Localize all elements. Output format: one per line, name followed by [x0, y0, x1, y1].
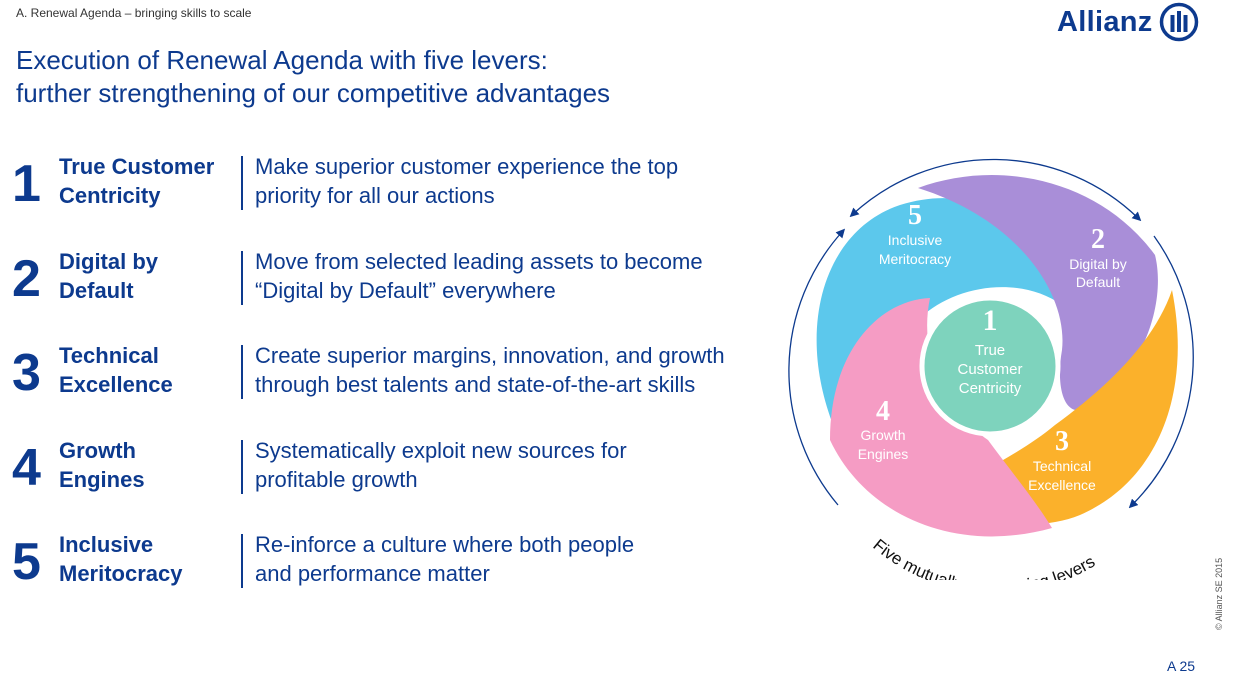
lever-desc-line: Re-inforce a culture where both people: [255, 532, 635, 557]
lever-name-line: Engines: [59, 466, 145, 492]
lever-desc-line: and performance matter: [255, 561, 490, 586]
segment-growth-engines: [830, 298, 1052, 537]
segment-2-label-line: Default: [1076, 274, 1120, 290]
lever-desc-line: priority for all our actions: [255, 183, 495, 208]
title-line-1: Execution of Renewal Agenda with five le…: [16, 45, 548, 75]
allianz-logo: Allianz: [1057, 2, 1199, 42]
segment-5-label-line: Meritocracy: [879, 251, 951, 267]
lever-description: Move from selected leading assets to bec…: [255, 247, 795, 305]
levers-cycle-graphic: 1 True Customer Centricity 5 Inclusive M…: [788, 158, 1194, 580]
center-label-line: True: [975, 342, 1005, 359]
center-label-line: Customer: [957, 361, 1022, 378]
segment-2-label-line: Digital by: [1069, 256, 1127, 272]
lever-desc-line: Make superior customer experience the to…: [255, 154, 679, 179]
lever-divider: [241, 534, 243, 588]
segment-2-number: 2: [1091, 224, 1105, 255]
lever-desc-line: “Digital by Default” everywhere: [255, 277, 556, 303]
lever-desc-line: Move from selected leading assets to bec…: [255, 248, 703, 274]
lever-divider: [241, 250, 243, 305]
cycle-arrow-right: [1128, 235, 1194, 509]
logo-wordmark: Allianz: [1057, 5, 1153, 38]
lever-item: 5 Inclusive Meritocracy Re-inforce a cul…: [12, 530, 792, 625]
lever-number: 5: [12, 533, 41, 591]
lever-name: Inclusive Meritocracy: [59, 530, 239, 588]
lever-divider: [241, 439, 243, 494]
copyright-notice: © Allianz SE 2015: [1214, 557, 1224, 630]
lever-name-line: Default: [59, 277, 134, 303]
segment-4-label-line: Engines: [858, 446, 909, 462]
lever-description: Make superior customer experience the to…: [255, 152, 795, 210]
lever-item: 2 Digital by Default Move from selected …: [12, 247, 792, 342]
diagram-caption: Five mutually re-inforcing levers: [870, 535, 1099, 580]
page-title: Execution of Renewal Agenda with five le…: [16, 44, 776, 110]
segment-digital-by-default: [918, 175, 1158, 411]
segment-4-label-line: Growth: [860, 427, 905, 443]
lever-name: Growth Engines: [59, 436, 239, 494]
cycle-arrow-left: [788, 228, 846, 506]
lever-desc-line: profitable growth: [255, 466, 418, 492]
lever-name-line: True Customer: [59, 154, 215, 179]
lever-number: 3: [12, 344, 41, 402]
lever-number: 1: [12, 155, 41, 213]
lever-name-line: Meritocracy: [59, 561, 183, 586]
lever-divider: [241, 345, 243, 399]
lever-divider: [241, 156, 243, 210]
lever-list: 1 True Customer Centricity Make superior…: [12, 152, 792, 625]
lever-description: Create superior margins, innovation, and…: [255, 341, 795, 399]
center-label-line: Centricity: [959, 380, 1022, 397]
segment-3-label-line: Technical: [1033, 458, 1091, 474]
lever-number: 4: [12, 438, 41, 497]
lever-name: Digital by Default: [59, 247, 239, 305]
lever-description: Systematically exploit new sources for p…: [255, 436, 795, 494]
lever-desc-line: Systematically exploit new sources for: [255, 437, 627, 463]
lever-item: 1 True Customer Centricity Make superior…: [12, 152, 792, 247]
diagram-caption-path: Five mutually re-inforcing levers: [870, 535, 1099, 580]
lever-item: 3 Technical Excellence Create superior m…: [12, 341, 792, 436]
lever-name-line: Technical: [59, 343, 159, 368]
page-number: A 25: [1167, 658, 1196, 674]
lever-name-line: Growth: [59, 437, 136, 463]
segment-4-number: 4: [876, 396, 890, 427]
center-circle: [919, 295, 1061, 437]
cycle-arrow-top: [849, 158, 1142, 222]
segment-3-label-line: Excellence: [1028, 477, 1096, 493]
lever-item: 4 Growth Engines Systematically exploit …: [12, 436, 792, 531]
lever-desc-line: through best talents and state-of-the-ar…: [255, 372, 696, 397]
lever-number: 2: [12, 249, 41, 308]
breadcrumb: A. Renewal Agenda – bringing skills to s…: [16, 6, 252, 20]
segment-5-label-line: Inclusive: [888, 232, 943, 248]
lever-name-line: Digital by: [59, 248, 159, 274]
lever-name: Technical Excellence: [59, 341, 239, 399]
title-line-2: further strengthening of our competitive…: [16, 78, 611, 108]
lever-desc-line: Create superior margins, innovation, and…: [255, 343, 725, 368]
lever-description: Re-inforce a culture where both people a…: [255, 530, 795, 588]
five-levers-diagram: 1 True Customer Centricity 5 Inclusive M…: [780, 150, 1200, 580]
lever-name: True Customer Centricity: [59, 152, 239, 210]
lever-name-line: Inclusive: [59, 532, 154, 557]
segment-5-number: 5: [908, 200, 922, 231]
center-number: 1: [983, 304, 998, 337]
lever-name-line: Excellence: [59, 372, 173, 397]
allianz-eagle-icon: [1159, 2, 1198, 42]
segment-3-number: 3: [1055, 426, 1069, 457]
lever-name-line: Centricity: [59, 183, 161, 208]
